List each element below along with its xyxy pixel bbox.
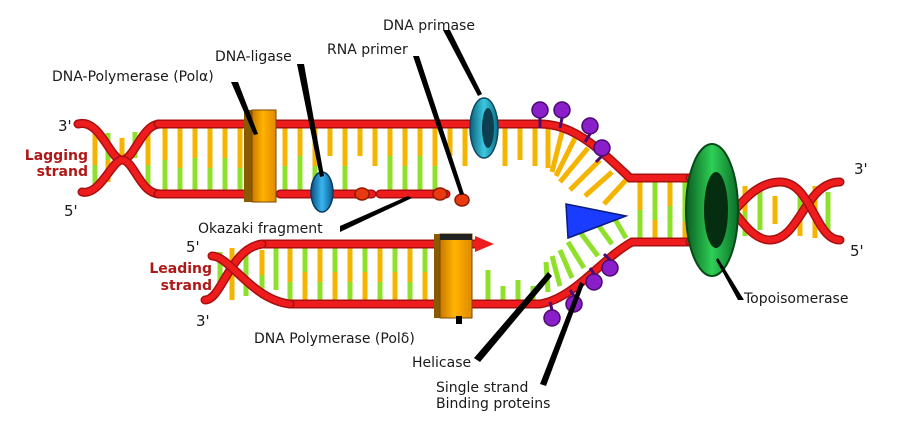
dna-polymerase-delta-block <box>434 233 473 319</box>
label-lagging-strand-2: strand <box>37 164 88 180</box>
leading-strand-arrowhead <box>475 236 494 252</box>
label-dna-polymerase-delta: DNA Polymerase (Polδ) <box>254 331 415 347</box>
label-helicase: Helicase <box>412 355 471 371</box>
label-ssb-line1: Single strand <box>436 380 528 396</box>
dna-primase-ring <box>469 97 499 159</box>
end-label-lagging-3: 3' <box>58 117 72 135</box>
label-leading-strand-2: strand <box>161 278 212 294</box>
label-dna-polymerase-alpha: DNA-Polymerase (Polα) <box>52 69 214 85</box>
end-label-lagging-5: 5' <box>64 202 78 220</box>
fork-upper-bases <box>545 128 628 206</box>
okazaki-fragment-bases <box>162 156 438 190</box>
label-rna-primer: RNA primer <box>327 42 408 58</box>
dna-polymerase-alpha-block <box>244 109 277 203</box>
topoisomerase-ring <box>685 143 739 277</box>
leader-lines <box>231 30 744 386</box>
end-label-leading-3: 3' <box>196 312 210 330</box>
leading-strand-bases <box>259 248 536 300</box>
label-ssb-line2: Binding proteins <box>436 396 550 412</box>
label-dna-ligase: DNA-ligase <box>215 49 292 65</box>
dna-ligase-shape <box>310 171 334 213</box>
end-label-right-3: 3' <box>854 160 868 178</box>
label-dna-primase: DNA primase <box>383 18 475 34</box>
label-lagging-strand-1: Lagging <box>25 148 88 164</box>
label-leading-strand-1: Leading <box>149 261 212 277</box>
fork-lower-bases <box>543 212 629 293</box>
rna-primers <box>354 187 470 207</box>
lagging-template-bases <box>162 126 538 168</box>
parent-duplex-bases <box>637 182 688 238</box>
label-topoisomerase: Topoisomerase <box>743 291 848 307</box>
label-okazaki-fragment: Okazaki fragment <box>198 221 323 237</box>
helicase-wedge <box>565 203 629 240</box>
end-label-leading-5: 5' <box>186 238 200 256</box>
end-label-right-5: 5' <box>850 242 864 260</box>
